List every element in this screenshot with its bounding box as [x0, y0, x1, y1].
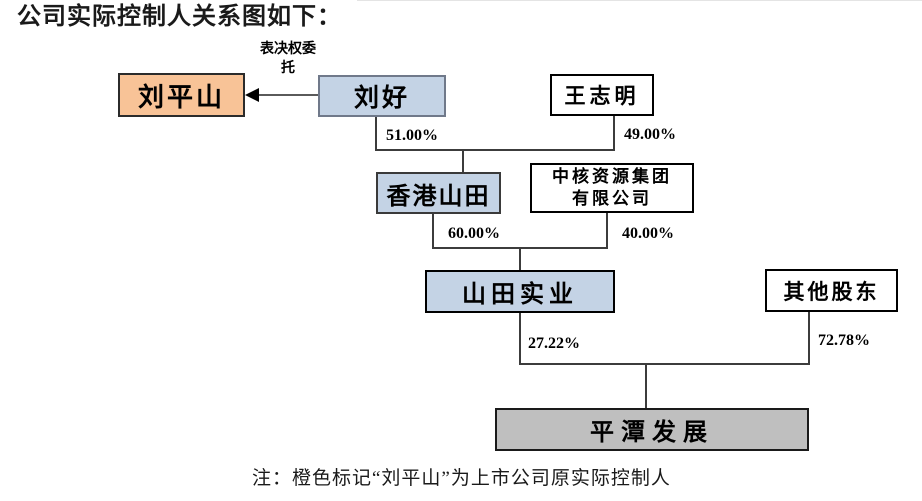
- pct-wangzhiming-xianggangshantian: 49.00%: [624, 126, 676, 143]
- node-pingtan-fazhan-label: 平潭发展: [590, 420, 714, 446]
- node-liu-hao: 刘好: [318, 75, 446, 117]
- delegation-arrow-line: [259, 94, 318, 96]
- pct-shantianshiye-pingtanfazhan: 27.22%: [528, 335, 580, 352]
- delegation-arrowhead-icon: [245, 88, 259, 102]
- connector-to-xianggangshantian: [462, 150, 464, 172]
- connector-qitagudong-down: [808, 312, 810, 364]
- connector-to-pingtanfazhan: [645, 364, 647, 408]
- connector-liuhao-down: [375, 117, 377, 150]
- node-qita-gudong-label: 其他股东: [783, 279, 880, 304]
- connector-tier3-horizontal: [519, 363, 810, 365]
- node-zhonghe-ziyuan-label-line1: 中核资源集团: [552, 167, 672, 186]
- node-zhonghe-ziyuan-label-line2: 有限公司: [572, 189, 652, 208]
- connector-xianggangshantian-down: [432, 214, 434, 248]
- connector-to-shantianshiye: [519, 248, 521, 270]
- connector-zhonghe-down: [606, 213, 608, 248]
- node-liu-hao-label: 刘好: [353, 85, 410, 112]
- page-top-hairline: [357, 0, 922, 1]
- connector-shantianshiye-down: [519, 313, 521, 364]
- voting-delegation-label: 表决权委 托: [240, 40, 336, 78]
- node-liu-pingshan: 刘平山: [118, 73, 245, 117]
- node-shantian-shiye-label: 山田实业: [462, 282, 578, 308]
- pct-liuhao-xianggangshantian: 51.00%: [386, 127, 438, 144]
- node-liu-pingshan-label: 刘平山: [137, 82, 225, 112]
- node-pingtan-fazhan: 平潭发展: [495, 408, 809, 451]
- node-wang-zhiming-label: 王志明: [564, 84, 640, 108]
- diagram-title: 公司实际控制人关系图如下：: [17, 4, 342, 30]
- node-xianggang-shantian: 香港山田: [376, 172, 501, 214]
- footnote: 注：橙色标记“刘平山”为上市公司原实际控制人: [252, 468, 671, 489]
- node-xianggang-shantian-label: 香港山田: [386, 183, 491, 210]
- node-qita-gudong: 其他股东: [765, 269, 898, 312]
- pct-qitagudong-pingtanfazhan: 72.78%: [818, 332, 870, 349]
- node-wang-zhiming: 王志明: [550, 74, 654, 116]
- connector-tier1-horizontal: [375, 149, 615, 151]
- node-zhonghe-ziyuan: 中核资源集团 有限公司: [530, 163, 694, 213]
- voting-delegation-label-line1: 表决权委: [260, 42, 316, 57]
- node-shantian-shiye: 山田实业: [425, 270, 615, 313]
- connector-wangzhiming-down: [613, 116, 615, 150]
- pct-xianggangshantian-shantianshiye: 60.00%: [448, 225, 500, 242]
- voting-delegation-label-line2: 托: [281, 61, 295, 76]
- pct-zhonghe-shantianshiye: 40.00%: [622, 225, 674, 242]
